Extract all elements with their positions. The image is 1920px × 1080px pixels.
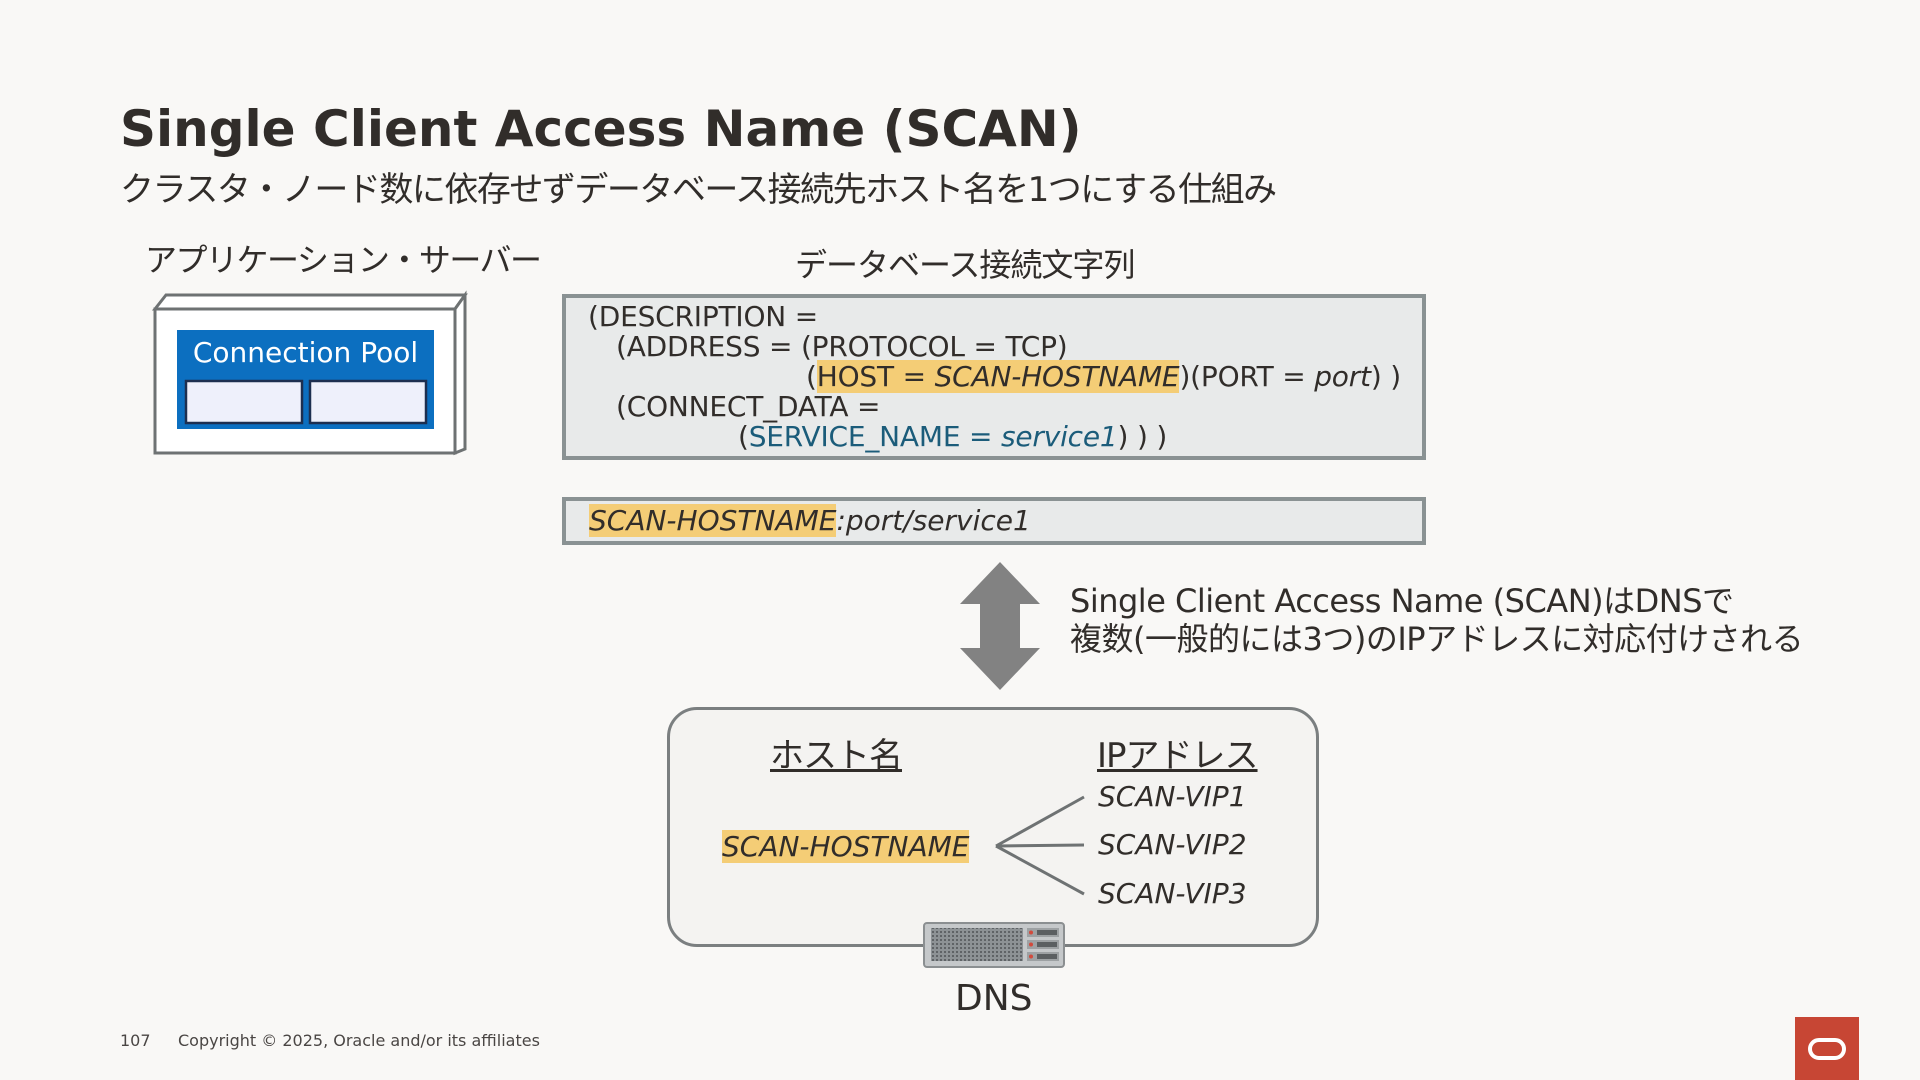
scan-vip-1: SCAN-VIP1 xyxy=(1098,780,1247,813)
host-key: HOST = xyxy=(816,360,935,393)
descriptor-line-5: (SERVICE_NAME = service1) ) ) xyxy=(738,422,1167,452)
descriptor-line-1: (DESCRIPTION = xyxy=(588,300,819,333)
dns-scan-hostname: SCAN-HOSTNAME xyxy=(722,830,970,863)
port-key: )(PORT = xyxy=(1179,360,1315,393)
easy-connect-string-box: SCAN-HOSTNAME:port/service1 xyxy=(562,497,1426,545)
dns-label: DNS xyxy=(955,978,1033,1019)
app-server-box-icon xyxy=(151,290,468,456)
connection-pool-label: Connection Pool xyxy=(192,336,419,369)
hostname-header: ホスト名 xyxy=(770,736,903,776)
host-highlight: HOST = SCAN-HOSTNAME xyxy=(816,360,1180,393)
app-server-label: アプリケーション・サーバー xyxy=(145,241,542,279)
ip-address-header: IPアドレス xyxy=(1097,736,1259,776)
scan-vip-2: SCAN-VIP2 xyxy=(1098,828,1247,861)
oracle-logo-icon xyxy=(1795,1017,1859,1080)
copyright: Copyright © 2025, Oracle and/or its affi… xyxy=(178,1031,540,1050)
slide-subtitle: クラスタ・ノード数に依存せずデータベース接続先ホスト名を1つにする仕組み xyxy=(120,170,1277,210)
slide-title: Single Client Access Name (SCAN) xyxy=(120,100,1082,158)
rack-server-icon xyxy=(923,922,1065,968)
descriptor-line-3: (HOST = SCAN-HOSTNAME)(PORT = port) ) xyxy=(806,360,1401,393)
easy-connect-host: SCAN-HOSTNAME xyxy=(589,504,837,537)
connect-descriptor-box: (DESCRIPTION = (ADDRESS = (PROTOCOL = TC… xyxy=(562,294,1426,460)
connect-string-label: データベース接続文字列 xyxy=(795,246,1135,284)
descriptor-line-2: (ADDRESS = (PROTOCOL = TCP) xyxy=(616,330,1068,363)
double-headed-vertical-arrow-icon xyxy=(960,562,1040,690)
host-value: SCAN-HOSTNAME xyxy=(934,360,1180,393)
scan-description-line-2: 複数(一般的には3つ)のIPアドレスに対応付けされる xyxy=(1070,620,1804,658)
descriptor-line-4: (CONNECT_DATA = xyxy=(616,390,881,423)
easy-connect-rest: :port/service1 xyxy=(836,504,1031,537)
service-value: service1 xyxy=(1001,420,1118,453)
line3-open: ( xyxy=(806,360,817,393)
fan-out-lines-icon xyxy=(995,795,1085,896)
service-key: SERVICE_NAME = xyxy=(748,420,1001,453)
line5-open: ( xyxy=(738,420,749,453)
scan-description-line-1: Single Client Access Name (SCAN)はDNSで xyxy=(1070,582,1734,620)
line5-close: ) ) ) xyxy=(1117,420,1168,453)
page-number: 107 xyxy=(120,1031,151,1050)
port-value: port xyxy=(1314,360,1371,393)
scan-description: Single Client Access Name (SCAN)はDNSで 複数… xyxy=(1070,582,1804,658)
line3-close: ) ) xyxy=(1370,360,1401,393)
scan-vip-3: SCAN-VIP3 xyxy=(1098,877,1247,910)
